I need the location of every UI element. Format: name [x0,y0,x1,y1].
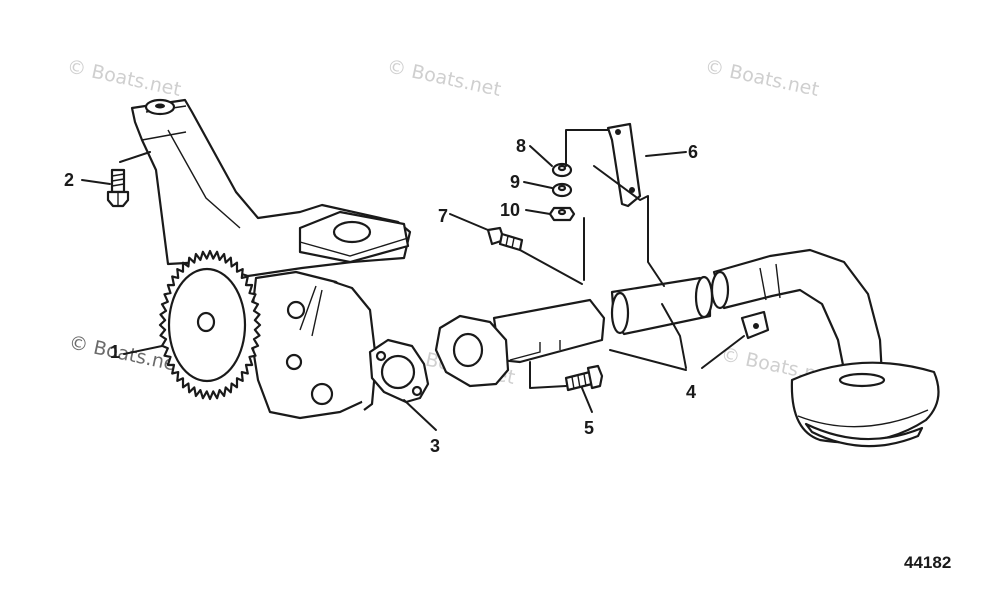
callout-3: 3 [430,436,440,456]
oil-pump-assembly [130,98,412,420]
callout-7: 7 [438,206,448,226]
hose-4 [610,275,714,336]
pickup-screen [710,248,940,448]
watermark: © Boats.net [65,55,183,101]
callout-6: 6 [688,142,698,162]
hardware-8-9-10 [548,162,576,222]
watermark: © Boats.net [385,55,503,101]
leader-lines [81,129,745,431]
bolt-5 [564,364,604,392]
callout-5: 5 [584,418,594,438]
bracket-6 [606,122,642,208]
pickup-tube [434,298,606,388]
callout-labels: 1 2 3 4 5 6 7 8 9 10 [64,136,698,456]
callout-1: 1 [110,342,120,362]
figure-number: 44182 [904,553,951,572]
gasket-3 [368,338,430,404]
bolt-2 [106,168,130,208]
watermark: © Boats.net [703,55,821,101]
callout-2: 2 [64,170,74,190]
bolt-7 [486,226,524,252]
callout-8: 8 [516,136,526,156]
callout-4: 4 [686,382,696,402]
callout-10: 10 [500,200,520,220]
callout-9: 9 [510,172,520,192]
